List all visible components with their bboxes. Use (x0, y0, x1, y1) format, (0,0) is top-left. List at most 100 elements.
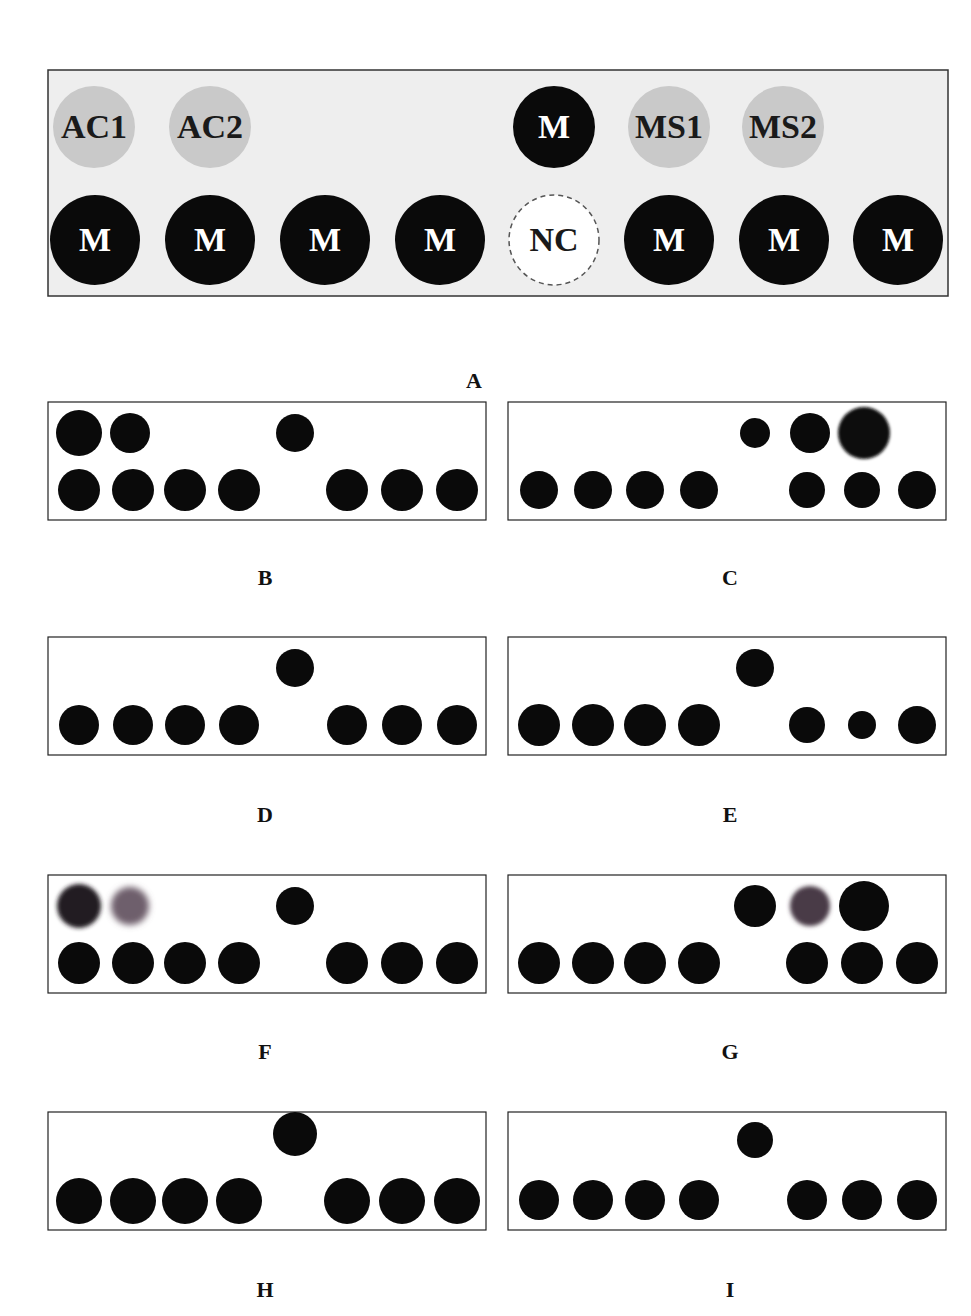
spot-label: MS1 (635, 110, 703, 144)
spot-label: AC1 (61, 110, 127, 144)
panel-frame (48, 1112, 486, 1230)
spot-circle: M (623, 194, 715, 286)
spot-label: M (424, 223, 456, 257)
blot-dot (838, 407, 890, 459)
spot-label: M (653, 223, 685, 257)
blot-dot (437, 705, 477, 745)
blot-dot (436, 942, 478, 984)
blot-dot (324, 1178, 370, 1224)
blot-dot (734, 885, 776, 927)
blot-dot (572, 942, 614, 984)
blot-dot (379, 1178, 425, 1224)
blot-dot (898, 471, 936, 509)
blot-dot (56, 1178, 102, 1224)
blot-dot (844, 472, 880, 508)
blot-dot (276, 649, 314, 687)
blot-dot (434, 1178, 480, 1224)
blot-panel (508, 1112, 946, 1230)
circle-shape (513, 86, 595, 168)
spot-circle: MS1 (627, 85, 711, 169)
panel-frame (48, 402, 486, 520)
spot-circle: M (738, 194, 830, 286)
spot-label: NC (529, 223, 578, 257)
blot-dot (624, 704, 666, 746)
blot-dot (164, 469, 206, 511)
blot-dot (327, 705, 367, 745)
spot-label: AC2 (177, 110, 243, 144)
circle-shape (624, 195, 714, 285)
panel-letter: E (723, 804, 738, 826)
spot-circle: M (394, 194, 486, 286)
blot-dot (518, 942, 560, 984)
spot-circle: NC (508, 194, 600, 286)
blot-dot (841, 942, 883, 984)
blot-dot (218, 469, 260, 511)
blot-dot (678, 704, 720, 746)
panel-letter: A (466, 370, 482, 392)
blot-dot (382, 705, 422, 745)
blot-dot (574, 471, 612, 509)
panel-frame (48, 637, 486, 755)
blot-panels (48, 402, 946, 1230)
spot-circle: AC2 (168, 85, 252, 169)
circle-shape (395, 195, 485, 285)
panel-letter: H (256, 1279, 273, 1301)
blot-dot (736, 649, 774, 687)
spot-label: M (538, 110, 570, 144)
blot-dot (898, 706, 936, 744)
circle-shape (53, 86, 135, 168)
blot-dot (625, 1180, 665, 1220)
panel-letter: C (722, 567, 738, 589)
panel-frame (508, 1112, 946, 1230)
blot-dot (624, 942, 666, 984)
blot-dot (162, 1178, 208, 1224)
blot-panel (48, 1112, 486, 1230)
blot-dot (679, 1180, 719, 1220)
blot-dot (59, 705, 99, 745)
blot-dot (57, 884, 101, 928)
blot-dot (273, 1112, 317, 1156)
blot-dot (276, 887, 314, 925)
spot-label: M (882, 223, 914, 257)
blot-dot (678, 942, 720, 984)
spot-label: M (79, 223, 111, 257)
blot-dot (436, 469, 478, 511)
blot-dot (737, 1122, 773, 1158)
spot-circle: M (852, 194, 944, 286)
blot-dot (218, 942, 260, 984)
blot-dot (113, 705, 153, 745)
blot-dot (790, 886, 830, 926)
blot-dot (381, 942, 423, 984)
blot-dot (786, 942, 828, 984)
blot-dot (381, 469, 423, 511)
blot-panel (48, 637, 486, 755)
blot-dot (58, 469, 100, 511)
circle-shape (739, 195, 829, 285)
blot-dot (56, 410, 102, 456)
spot-circle: M (164, 194, 256, 286)
spot-circle: M (49, 194, 141, 286)
layout-panel (48, 70, 948, 296)
circle-shape (169, 86, 251, 168)
blot-dot (519, 1180, 559, 1220)
circle-shape (742, 86, 824, 168)
blot-dot (680, 471, 718, 509)
blot-dot (112, 942, 154, 984)
circle-shape (509, 195, 599, 285)
panel-frame (508, 402, 946, 520)
spot-label: M (768, 223, 800, 257)
blot-dot (572, 704, 614, 746)
panel-frame (48, 875, 486, 993)
blot-dot (839, 881, 889, 931)
blot-dot (110, 413, 150, 453)
blot-panel (48, 402, 486, 520)
blot-dot (276, 414, 314, 452)
blot-dot (326, 942, 368, 984)
blot-dot (111, 887, 149, 925)
blot-dot (219, 705, 259, 745)
blot-dot (897, 1180, 937, 1220)
blot-dot (110, 1178, 156, 1224)
blot-dot (848, 711, 876, 739)
